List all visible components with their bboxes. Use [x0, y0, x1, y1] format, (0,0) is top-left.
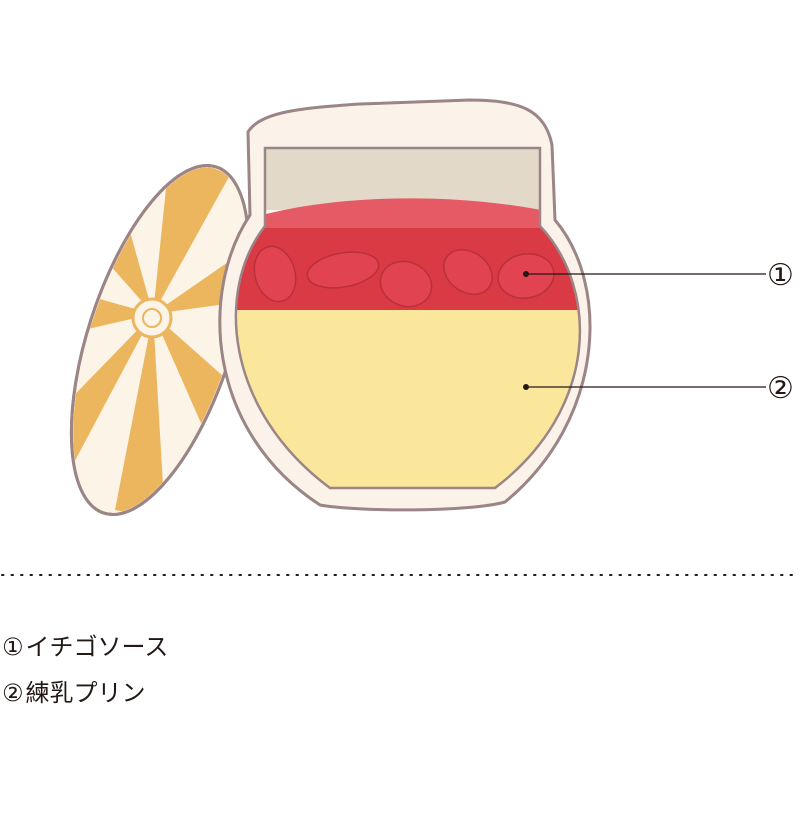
callout-marker-1: ① — [767, 258, 794, 293]
legend-item-2: ②練乳プリン — [2, 678, 146, 708]
leader-dot-1 — [523, 271, 529, 277]
legend-item-1: ①イチゴソース — [2, 632, 168, 662]
jar-inner-outline — [234, 146, 582, 490]
legend-label-2: 練乳プリン — [25, 679, 146, 707]
callout-1: ① — [523, 258, 794, 293]
callout-marker-2: ② — [767, 371, 794, 406]
legend-marker-2: ② — [2, 679, 24, 707]
leader-dot-2 — [523, 384, 529, 390]
lid-flower-knob — [131, 297, 173, 339]
callout-2: ② — [523, 371, 794, 406]
condensed-milk-pudding-layer — [235, 310, 580, 488]
legend-marker-1: ① — [2, 633, 24, 661]
legend-label-1: イチゴソース — [25, 633, 169, 661]
